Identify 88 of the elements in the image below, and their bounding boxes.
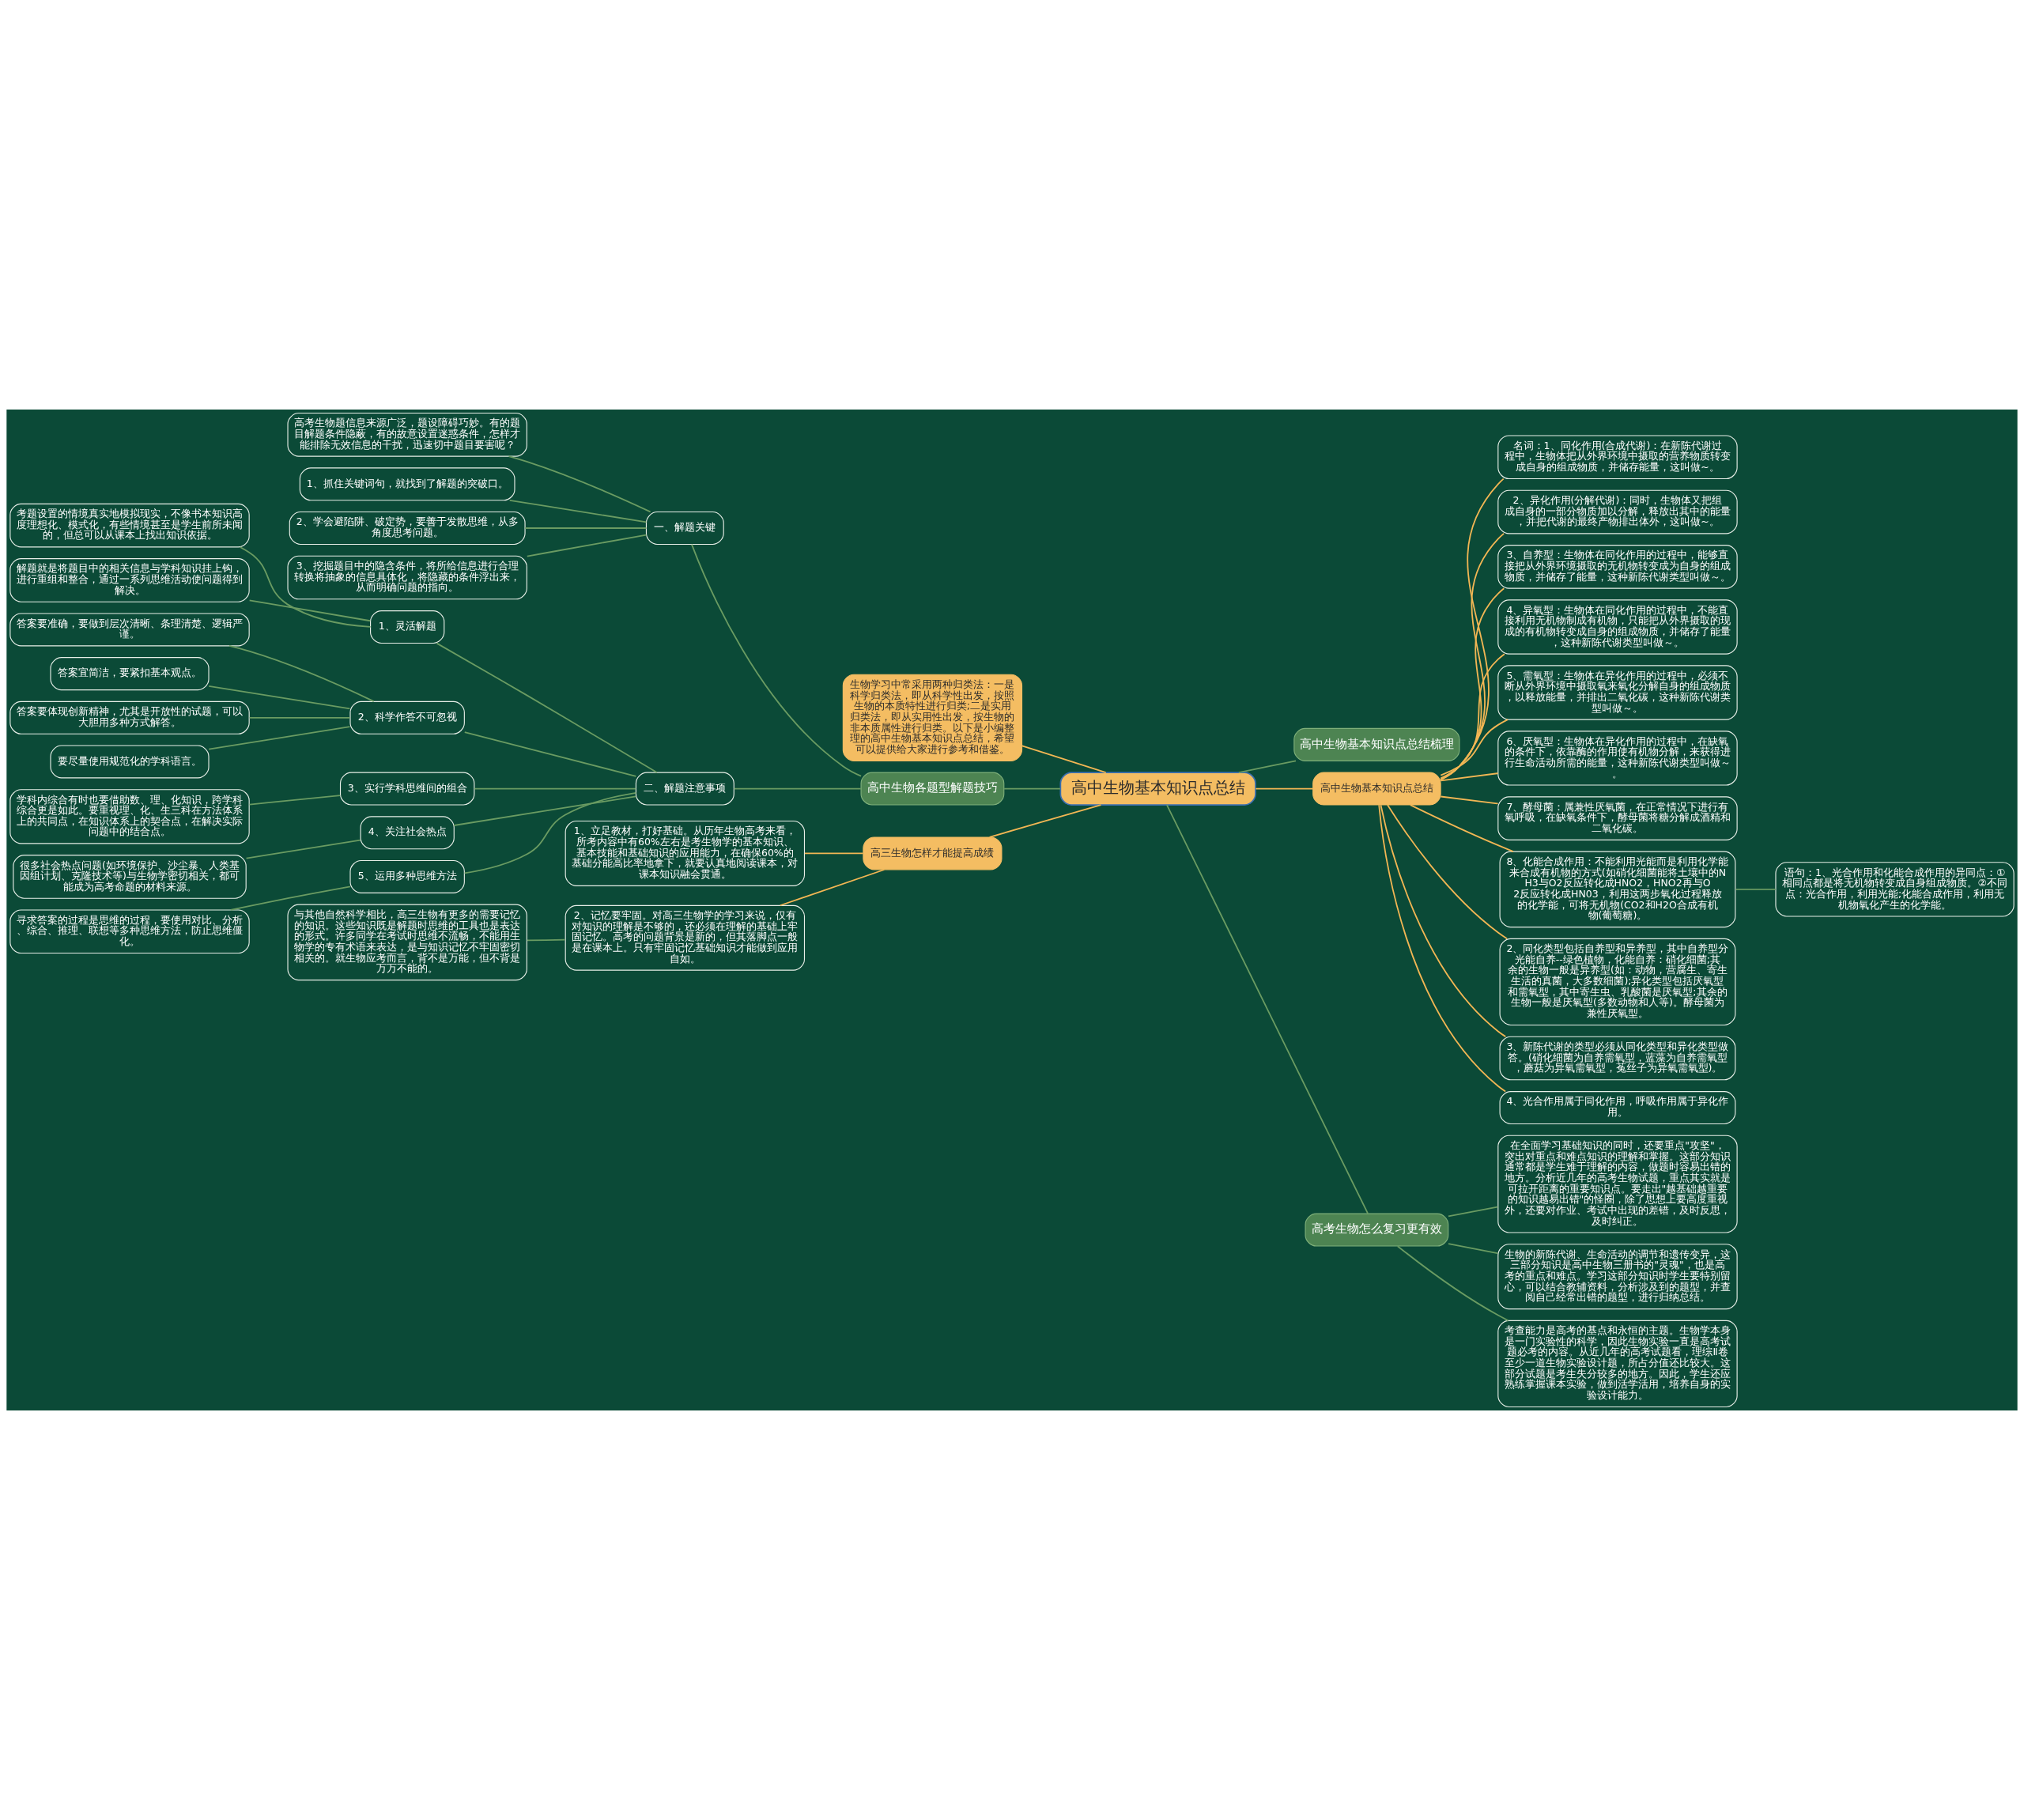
node-box: 高中生物基本知识点总结	[1059, 772, 1256, 806]
connector	[1255, 787, 1314, 790]
connector	[436, 642, 658, 773]
connector	[1396, 1245, 1509, 1322]
node-box: 高中生物基本知识点总结梳理	[1293, 727, 1460, 761]
connector	[803, 852, 864, 855]
connector	[508, 499, 648, 523]
node-box: 1、抓住关键词句，就找到了解题的突破口。	[299, 467, 515, 501]
connector	[1440, 772, 1499, 782]
node-box: 生物的新陈代谢、生命活动的调节和遗传变异，这三部分知识是高中生物三册书的"灵魂"，也是高考的重点和难点。学习这部分知识时学生要特别留心，可以结合教辅资料，分析涉及到的题型，并查阅自己经常出错的题型，进行归纳总结。	[1497, 1244, 1738, 1310]
node-box: 2、科学作答不可忽视	[349, 700, 465, 734]
connector	[691, 543, 862, 777]
node-box: 解题就是将题目中的相关信息与学科知识挂上钩，进行重组和整合，通过一系列思维活动使问题得到解决。	[9, 558, 250, 602]
node-box: 3、自养型：生物体在同化作用的过程中，能够直接把从外界环境摄取的无机物转变成为自身的组成物质，并储存了能量，这种新陈代谢类型叫做～。	[1497, 545, 1738, 589]
connector	[1021, 745, 1107, 773]
connector	[508, 455, 651, 513]
node-box: 7、酵母菌：属兼性厌氧菌，在正常情况下进行有氧呼吸，在缺氧条件下，酵母菌将糖分解成酒精和二氧化碳。	[1497, 796, 1738, 840]
node-box: 高中生物各题型解题技巧	[860, 772, 1005, 806]
node-box: 答案要准确，要做到层次清晰、条理清楚、逻辑严谨。	[9, 613, 250, 647]
node-box: 4、光合作用属于同化作用，呼吸作用属于异化作用。	[1499, 1091, 1736, 1125]
node-box: 考题设置的情境真实地模拟现实，不像书本知识高度理想化、模式化，有些情境甚至是学生前所未闻的，但总可以从课本上找出知识依据。	[9, 503, 250, 548]
node-box: 2、同化类型包括自养型和异养型，其中自养型分光能自养--绿色植物，化能自养：硝化细菌;其余的生物一般是异养型(如：动物，营腐生、寄生生活的真菌，大多数细菌);异化类型包括厌氧型和需氧型，其中寄生虫、乳酸菌是厌氧型;其余的生物一般是厌氧型(多数动物和人等)。酵母菌为兼性厌氧型。	[1499, 938, 1736, 1026]
node-box: 高考生物怎么复习更有效	[1305, 1213, 1449, 1247]
node-box: 高中生物基本知识点总结	[1312, 772, 1441, 806]
connector	[526, 938, 566, 942]
connector	[1237, 760, 1297, 773]
connector	[1440, 587, 1505, 780]
connector	[1735, 888, 1777, 890]
connector	[228, 645, 375, 703]
connector	[239, 546, 372, 628]
connector	[1440, 532, 1505, 780]
connector	[248, 599, 372, 622]
connector	[1409, 804, 1514, 852]
connector	[453, 795, 637, 826]
node-box: 2、学会避陷阱、破定势，要善于发散思维，从多角度思考问题。	[289, 511, 526, 546]
connector	[1448, 1243, 1499, 1255]
node-box: 1、灵活解题	[370, 610, 445, 644]
node-box: 答案宜简洁，要紧扣基本观点。	[50, 657, 210, 691]
node-box: 3、新陈代谢的类型必须从同化类型和异化类型做答。(硝化细菌为自养需氧型，蓝藻为自养需氧型，蘑菇为异氧需氧型，菟丝子为异氧需氧型)。	[1499, 1036, 1736, 1081]
node-box: 8、化能合成作用：不能利用光能而是利用化学能来合成有机物的方式(如硝化细菌能将土壤中的NH3与O2反应转化成HNO2，HNO2再与O2反应转化成HN03，利用这两步氧化过程释放的化学能，可将无机物(CO2和H2O合成有机物(葡萄糖)。	[1499, 851, 1736, 928]
node-box: 学科内综合有时也要借助数、理、化知识，跨学科综合更是如此。要重视理、化、生三科在方法体系上的共同点，在知识体系上的契合点，在解决实际问题中的结合点。	[9, 789, 250, 844]
connector	[1440, 478, 1505, 781]
connector	[208, 685, 351, 710]
node-box: 4、异氧型：生物体在同化作用的过程中，不能直接利用无机物制成有机物，只能把从外界摄取的现成的有机物转变成自身的组成物质，并储存了能量，这种新陈代谢类型叫做～。	[1497, 599, 1738, 655]
connector	[208, 726, 351, 750]
node-box: 4、关注社会热点	[360, 816, 455, 850]
node-box: 2、异化作用(分解代谢)：同时，生物体又把组成自身的一部分物质加以分解，释放出其中的能量，并把代谢的最终产物排出体外，这叫做~。	[1497, 489, 1738, 534]
connector	[248, 795, 342, 806]
node-box: 寻求答案的过程是思维的过程，要使用对比、分析、综合、推理、联想等多种思维方法，防止思维僵化。	[9, 909, 250, 954]
connector	[1440, 719, 1509, 776]
connector	[526, 534, 648, 557]
connector	[463, 791, 637, 874]
node-box: 很多社会热点问题(如环境保护、沙尘暴、人类基因组计划、克隆技术等)与生物学密切相关，都可能成为高考命题的材料来源。	[13, 855, 247, 899]
node-box: 要尽量使用规范化的学科语言。	[50, 745, 210, 779]
connector	[988, 804, 1102, 838]
connector	[1003, 787, 1061, 790]
connector	[463, 731, 637, 777]
connector	[1166, 804, 1369, 1214]
connector	[524, 527, 648, 529]
connector	[1380, 804, 1507, 1038]
connector	[245, 839, 361, 859]
node-box: 考查能力是高考的基点和永恒的主题。生物学本身是一门实验性的科学，因此生物实验一直是高考试题必考的内容。从近几年的高考试题看，理综Ⅱ卷至少一道生物实验设计题，所占分值还比较大。这部分试题是考生失分较多的地方。因此，学生还应熟练掌握课本实验，做到活学活用，培养自身的实验设计能力。	[1497, 1320, 1738, 1407]
node-box: 语句：1、光合作用和化能合成作用的异同点：①相同点都是将无机物转变成自身组成物质。②不同点：光合作用，利用光能;化能合成作用，利用无机物氧化产生的化学能。	[1775, 862, 2015, 917]
node-box: 与其他自然科学相比，高三生物有更多的需要记忆的知识。这些知识既是解题时思维的工具也是表达的形式。许多同学在考试时思维不流畅，不能用生物学的专有术语来表达，是与知识记忆不牢固密切相关的。就生物应考而言，背不是万能，但不背是万万不能的。	[287, 904, 527, 981]
node-box: 5、运用多种思维方法	[349, 859, 465, 893]
connector	[779, 869, 886, 907]
connector	[473, 787, 637, 790]
node-box: 二、解题注意事项	[635, 772, 734, 806]
connector	[1387, 804, 1508, 940]
node-box: 1、立足教材，打好基础。从历年生物高考来看，所考内容中有60%左右是考生物学的基本知识、基本技能和基础知识的应用能力，在确保60%的基础分能高比率地拿下，就要认真地阅读课本，对课本知识融会贯通。	[565, 820, 806, 886]
connector	[733, 787, 862, 790]
node-box: 高三生物怎样才能提高成绩	[863, 836, 1003, 870]
connector	[1378, 804, 1507, 1093]
node-box: 6、厌氧型：生物体在异化作用的过程中，在缺氧的条件下，依靠酶的作用使有机物分解，来获得进行生命活动所需的能量，这种新陈代谢类型叫做～。	[1497, 731, 1738, 786]
connector	[248, 716, 351, 719]
node-box: 5、需氧型：生物体在异化作用的过程中，必须不断从外界环境中摄取氧来氧化分解自身的组成物质，以释放能量，并排出二氧化碳，这种新陈代谢类型叫做～。	[1497, 665, 1738, 720]
node-box: 高考生物题信息来源广泛，题设障碍巧妙。有的题目解题条件隐蔽，有的故意设置迷惑条件，怎样才能排除无效信息的干扰，迅速切中题目要害呢？	[287, 412, 527, 457]
node-box: 3、挖掘题目中的隐含条件，将所给信息进行合理转换将抽象的信息具体化，将隐藏的条件浮出来，从而明确问题的指向。	[287, 555, 527, 600]
node-box: 2、记忆要牢固。对高三生物学的学习来说，仅有对知识的理解是不够的，还必须在理解的基础上牢固记忆。高考的问题背景是新的，但其落脚点一般是在课本上。只有牢固记忆基础知识才能做到应用自如。	[565, 904, 806, 971]
node-box: 生物学习中常采用两种归类法：一是科学归类法，即从科学性出发，按照生物的本质特性进行归类;二是实用归类法，即从实用性出发，按生物的非本质属性进行归类。以下是小编整理的高中生物基本知识点总结，希望可以提供给大家进行参考和借鉴。	[842, 674, 1023, 761]
node-box: 一、解题关键	[645, 511, 724, 546]
node-box: 3、实行学科思维间的组合	[339, 772, 475, 806]
connector	[1440, 795, 1499, 805]
connector	[1448, 1206, 1499, 1218]
connector	[1440, 653, 1505, 780]
node-box: 名词：1、同化作用(合成代谢)：在新陈代谢过程中，生物体把从外界环境中摄取的营养物质转变成自身的组成物质，并储存能量，这叫做~。	[1497, 435, 1738, 480]
node-box: 答案要体现创新精神，尤其是开放性的试题，可以大胆用多种方式解答。	[9, 700, 250, 734]
node-box: 在全面学习基础知识的同时，还要重点"攻坚"，突出对重点和难点知识的理解和掌握。这部分知识通常都是学生难于理解的内容，做题时容易出错的地方。分析近几年的高考生物试题，重点其实就是可拉开距离的重要知识点。要走出"越基础越重要的知识越易出错"的怪圈，除了思想上要高度重视外，还要对作业、考试中出现的差错，及时反思，及时纠正。	[1497, 1135, 1738, 1233]
